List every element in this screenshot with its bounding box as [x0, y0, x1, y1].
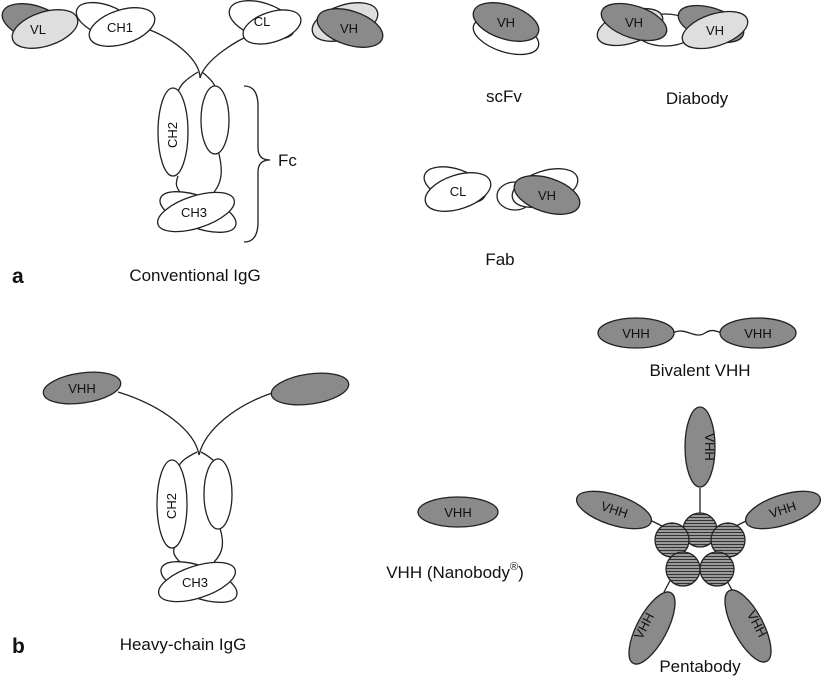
hc-vhh-right: [270, 372, 350, 406]
fab: CL VH Fab: [423, 166, 581, 269]
nanobody-vhh-domain: [417, 496, 499, 528]
ch1-domain-left: [88, 7, 156, 47]
fab-vh-label: VH: [538, 188, 556, 203]
hc-ch2-right: [203, 458, 233, 530]
diabody-vl-right: [681, 10, 749, 50]
scfv-vh-domain: [472, 2, 540, 42]
penta-vhh-top-label: VHH: [702, 433, 717, 460]
hc-left-ch2-ch3-link: [173, 545, 181, 563]
right-ch2-ch3-link: [213, 149, 222, 193]
ch3-domain-front: [156, 191, 236, 233]
diabody-caption: Diabody: [666, 89, 729, 108]
penta-vhh-right: [744, 490, 822, 530]
ch3-label: CH3: [181, 205, 207, 220]
conventional-igg-caption: Conventional IgG: [129, 266, 260, 285]
bivalent-linker: [672, 329, 723, 336]
nanobody-caption: VHH (Nanobody®): [386, 561, 524, 582]
fab-cl-label: CL: [450, 184, 467, 199]
diabody-vh-left-label: VH: [625, 15, 643, 30]
hc-vhh-left: [42, 371, 122, 405]
hc-right-arm-line: [198, 391, 276, 456]
scfv-caption: scFv: [486, 87, 522, 106]
ch2-label: CH2: [165, 122, 180, 148]
bivalent-vhh-caption: Bivalent VHH: [649, 361, 750, 380]
diabody-vh-left: [600, 2, 668, 42]
fc-label: Fc: [278, 151, 297, 170]
vh-domain-right: [316, 8, 384, 48]
hc-right-ch2-ch3-link: [213, 527, 224, 563]
penta-vhh-bottom-right: [724, 589, 772, 663]
panel-b-label: b: [12, 635, 25, 658]
vh-label: VH: [340, 21, 358, 36]
penta-vhh-top: [684, 406, 716, 488]
hc-vhh-label: VHH: [68, 381, 95, 396]
cl-label: CL: [254, 14, 271, 29]
diabody: VH VH Diabody: [596, 2, 749, 108]
bivalent-vhh: VHH VHH Bivalent VHH: [597, 317, 797, 380]
heavy-chain-igg-caption: Heavy-chain IgG: [120, 635, 247, 654]
scfv-vh-label: VH: [497, 15, 515, 30]
penta-vhh-left: [575, 490, 653, 530]
ch2-domain-left: [157, 87, 189, 177]
bivalent-vhh-left-label: VHH: [622, 326, 649, 341]
vl-domain-left: [11, 9, 79, 49]
panel-a-label: a: [12, 265, 24, 288]
vhh-nanobody: VHH VHH (Nanobody®): [386, 496, 524, 582]
cl-pair-right: [242, 9, 302, 45]
hc-ch3-label: CH3: [182, 575, 208, 590]
diabody-vh-right-label: VH: [706, 23, 724, 38]
fab-caption: Fab: [485, 250, 514, 269]
fab-cl-domain: [424, 172, 492, 212]
bivalent-vhh-left: [597, 317, 675, 349]
penta-core-bottom-right: [699, 551, 735, 587]
left-ch2-ch3-link: [175, 175, 181, 193]
nanobody-vhh-label: VHH: [444, 505, 471, 520]
hc-ch3-front: [157, 561, 237, 603]
scfv: VH scFv: [472, 2, 540, 106]
penta-vhh-bottom-left: [628, 591, 676, 665]
hc-ch2-label: CH2: [164, 493, 179, 519]
left-arm-line: [149, 29, 201, 79]
fab-vh-domain: [513, 175, 581, 215]
pentabody-caption: Pentabody: [659, 657, 741, 676]
fc-brace: [243, 85, 271, 243]
bivalent-vhh-right: [719, 317, 797, 349]
heavy-chain-igg: VHH CH2 CH3 Heavy-chain IgG: [42, 371, 350, 654]
hc-ch2-left: [156, 459, 188, 549]
pentabody: VHH VHH VHH VHH VHH Pentabody: [575, 406, 822, 676]
penta-core-bottom-left: [665, 551, 701, 587]
hc-left-hinge: [177, 451, 198, 469]
left-hinge-line: [177, 71, 199, 93]
conventional-igg: VL CH1 CL VH CH2 CH3 Fc Conventional IgG: [1, 0, 384, 285]
vl-label: VL: [30, 22, 46, 37]
hc-left-arm-line: [117, 391, 200, 456]
bivalent-vhh-right-label: VHH: [744, 326, 771, 341]
ch1-label: CH1: [107, 20, 133, 35]
ch2-domain-right: [200, 85, 230, 155]
